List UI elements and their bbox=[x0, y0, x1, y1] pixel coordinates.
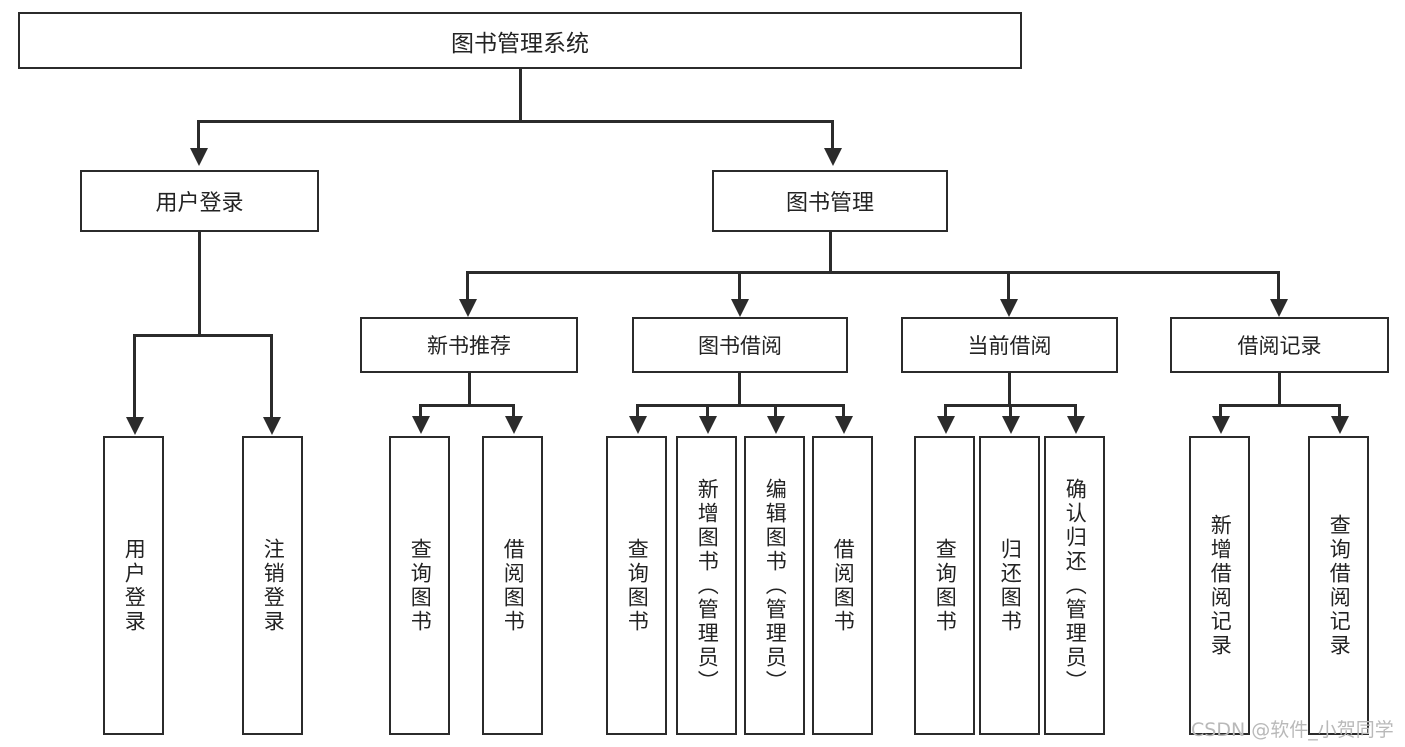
node-label: 借阅图书 bbox=[831, 537, 856, 634]
node-label: 查询图书 bbox=[625, 537, 650, 634]
leaf-borrow-book-1[interactable]: 借阅图书 bbox=[482, 436, 543, 735]
connector-bb-stem bbox=[738, 373, 741, 406]
connector-nbr-stem bbox=[468, 373, 471, 406]
connector-level3-drop-3 bbox=[1007, 271, 1010, 301]
arrow-to-leaf-logout-login bbox=[263, 417, 281, 435]
node-root-system[interactable]: 图书管理系统 bbox=[18, 12, 1022, 69]
node-label: 借阅记录 bbox=[1237, 334, 1322, 358]
node-label: 用户登录 bbox=[122, 537, 147, 634]
node-label: 图书借阅 bbox=[698, 334, 782, 358]
connector-br-bus bbox=[1219, 404, 1341, 407]
node-new-book-recommend[interactable]: 新书推荐 bbox=[360, 317, 578, 373]
node-label: 图书管理 bbox=[785, 191, 874, 216]
node-label: 查询图书 bbox=[933, 537, 958, 634]
leaf-user-login[interactable]: 用户登录 bbox=[103, 436, 164, 735]
connector-user-login-drop-2 bbox=[270, 334, 273, 419]
connector-cb-stem bbox=[1008, 373, 1011, 406]
connector-bb-drop-1 bbox=[636, 404, 639, 418]
node-current-borrow[interactable]: 当前借阅 bbox=[901, 317, 1118, 373]
node-label: 注销登录 bbox=[261, 537, 286, 634]
connector-br-stem bbox=[1278, 373, 1281, 406]
node-user-login[interactable]: 用户登录 bbox=[80, 170, 319, 232]
arrow-to-borrow-record bbox=[1270, 299, 1288, 317]
arrow-to-leaf-edit-book bbox=[767, 416, 785, 434]
arrow-to-leaf-borrow-book-2 bbox=[835, 416, 853, 434]
connector-bb-drop-3 bbox=[774, 404, 777, 418]
node-label: 借阅图书 bbox=[501, 537, 526, 634]
arrow-to-leaf-query-book-2 bbox=[629, 416, 647, 434]
arrow-to-leaf-add-book bbox=[699, 416, 717, 434]
connector-user-login-bus bbox=[133, 334, 272, 337]
arrow-to-leaf-user-login bbox=[126, 417, 144, 435]
csdn-watermark: CSDN @软件_小贺同学 bbox=[1191, 719, 1394, 741]
leaf-query-book-1[interactable]: 查询图书 bbox=[389, 436, 450, 735]
arrow-to-new-book-recommend bbox=[459, 299, 477, 317]
arrow-to-leaf-borrow-book-1 bbox=[505, 416, 523, 434]
connector-br-drop-1 bbox=[1219, 404, 1222, 418]
connector-level3-bus bbox=[466, 271, 1278, 274]
connector-cb-drop-3 bbox=[1074, 404, 1077, 418]
connector-level3-drop-1 bbox=[466, 271, 469, 301]
node-label: 归还图书 bbox=[998, 537, 1023, 634]
node-label: 用户登录 bbox=[155, 191, 244, 216]
connector-cb-drop-1 bbox=[944, 404, 947, 418]
node-label: 新书推荐 bbox=[427, 334, 511, 358]
leaf-add-book[interactable]: 新增图书（管理员） bbox=[676, 436, 737, 735]
arrow-to-leaf-confirm-return bbox=[1067, 416, 1085, 434]
leaf-return-book[interactable]: 归还图书 bbox=[979, 436, 1040, 735]
node-label: 图书管理系统 bbox=[451, 30, 589, 57]
node-label: 查询图书 bbox=[408, 537, 433, 634]
connector-level3-drop-2 bbox=[738, 271, 741, 301]
node-label: 新增图书（管理员） bbox=[695, 477, 720, 694]
arrow-to-book-manage bbox=[824, 148, 842, 166]
connector-level3-drop-4 bbox=[1277, 271, 1280, 301]
arrow-to-book-borrow bbox=[731, 299, 749, 317]
leaf-query-book-3[interactable]: 查询图书 bbox=[914, 436, 975, 735]
connector-user-login-drop-1 bbox=[133, 334, 136, 419]
connector-nbr-drop-2 bbox=[512, 404, 515, 418]
connector-level2-bus bbox=[197, 120, 834, 123]
arrow-to-leaf-return-book bbox=[1002, 416, 1020, 434]
connector-book-manage-stem bbox=[829, 232, 832, 274]
connector-user-login-stem bbox=[198, 232, 201, 336]
node-book-borrow[interactable]: 图书借阅 bbox=[632, 317, 848, 373]
node-label: 确认归还（管理员） bbox=[1063, 477, 1088, 694]
connector-bb-bus bbox=[636, 404, 844, 407]
node-label: 编辑图书（管理员） bbox=[763, 477, 788, 694]
arrow-to-current-borrow bbox=[1000, 299, 1018, 317]
arrow-to-leaf-query-book-1 bbox=[412, 416, 430, 434]
node-borrow-record[interactable]: 借阅记录 bbox=[1170, 317, 1389, 373]
connector-bb-drop-4 bbox=[842, 404, 845, 418]
leaf-borrow-book-2[interactable]: 借阅图书 bbox=[812, 436, 873, 735]
leaf-logout-login[interactable]: 注销登录 bbox=[242, 436, 303, 735]
connector-bb-drop-2 bbox=[706, 404, 709, 418]
connector-br-drop-2 bbox=[1338, 404, 1341, 418]
leaf-query-book-2[interactable]: 查询图书 bbox=[606, 436, 667, 735]
connector-level2-drop-right bbox=[831, 120, 834, 150]
arrow-to-leaf-add-record bbox=[1212, 416, 1230, 434]
node-book-manage[interactable]: 图书管理 bbox=[712, 170, 948, 232]
leaf-confirm-return[interactable]: 确认归还（管理员） bbox=[1044, 436, 1105, 735]
node-label: 新增借阅记录 bbox=[1208, 513, 1233, 658]
node-label: 查询借阅记录 bbox=[1327, 513, 1352, 658]
leaf-add-record[interactable]: 新增借阅记录 bbox=[1189, 436, 1250, 735]
arrow-to-leaf-query-book-3 bbox=[937, 416, 955, 434]
node-label: 当前借阅 bbox=[967, 334, 1052, 358]
leaf-edit-book[interactable]: 编辑图书（管理员） bbox=[744, 436, 805, 735]
connector-cb-drop-2 bbox=[1009, 404, 1012, 418]
arrow-to-user-login bbox=[190, 148, 208, 166]
connector-root-stem bbox=[519, 69, 522, 122]
leaf-query-record[interactable]: 查询借阅记录 bbox=[1308, 436, 1369, 735]
connector-nbr-drop-1 bbox=[419, 404, 422, 418]
connector-level2-drop-left bbox=[197, 120, 200, 150]
connector-nbr-bus bbox=[419, 404, 515, 407]
arrow-to-leaf-query-record bbox=[1331, 416, 1349, 434]
